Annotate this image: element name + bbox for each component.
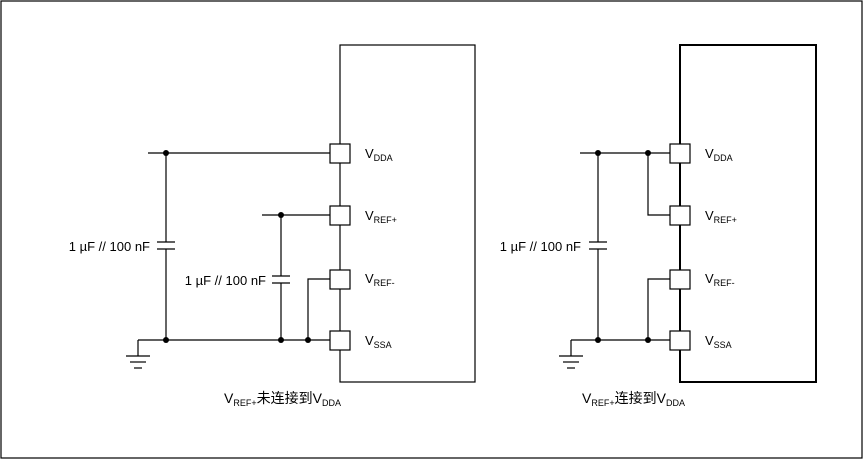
chip-body-left bbox=[339, 44, 476, 383]
pin-label-vrefp-left: VREF+ bbox=[365, 208, 397, 225]
cap2-label-left: 1 µF // 100 nF bbox=[185, 273, 266, 288]
chip-body-right bbox=[679, 44, 817, 383]
pin-label-vrefm-right: VREF- bbox=[705, 271, 735, 288]
pad-vssa-right bbox=[669, 330, 691, 351]
pad-vdda-left bbox=[329, 143, 351, 164]
pad-vrefp-right bbox=[669, 205, 691, 226]
cap1-label-left: 1 µF // 100 nF bbox=[69, 239, 150, 254]
pad-vdda-right bbox=[669, 143, 691, 164]
diagram-left: VDDA VREF+ VREF- VSSA 1 µF // 100 nF 1 µ… bbox=[69, 44, 476, 408]
cap-label-right: 1 µF // 100 nF bbox=[500, 239, 581, 254]
junction-dot bbox=[645, 337, 651, 343]
pad-vrefm-left bbox=[329, 269, 351, 290]
caption-right: VREF+连接到VDDA bbox=[582, 390, 685, 408]
pad-vssa-left bbox=[329, 330, 351, 351]
diagram-right: VDDA VREF+ VREF- VSSA 1 µF // 100 nF VRE… bbox=[500, 44, 817, 408]
vrefm-wire-left bbox=[307, 278, 330, 340]
pin-label-vdda-left: VDDA bbox=[365, 146, 393, 163]
pad-vrefm-right bbox=[669, 269, 691, 290]
caption-left: VREF+未连接到VDDA bbox=[224, 390, 341, 408]
pin-label-vrefm-left: VREF- bbox=[365, 271, 395, 288]
pin-label-vrefp-right: VREF+ bbox=[705, 208, 737, 225]
ground-symbol-right bbox=[559, 340, 583, 369]
pad-vrefp-left bbox=[329, 205, 351, 226]
pin-label-vdda-right: VDDA bbox=[705, 146, 733, 163]
junction-dot bbox=[278, 337, 284, 343]
pin-label-vssa-right: VSSA bbox=[705, 333, 732, 350]
vrefp-tie-right bbox=[647, 153, 670, 216]
vrefm-wire-right bbox=[647, 278, 670, 340]
junction-dot bbox=[163, 337, 169, 343]
junction-dot bbox=[305, 337, 311, 343]
ground-symbol-left bbox=[126, 340, 150, 369]
pin-label-vssa-left: VSSA bbox=[365, 333, 392, 350]
junction-dot bbox=[595, 337, 601, 343]
